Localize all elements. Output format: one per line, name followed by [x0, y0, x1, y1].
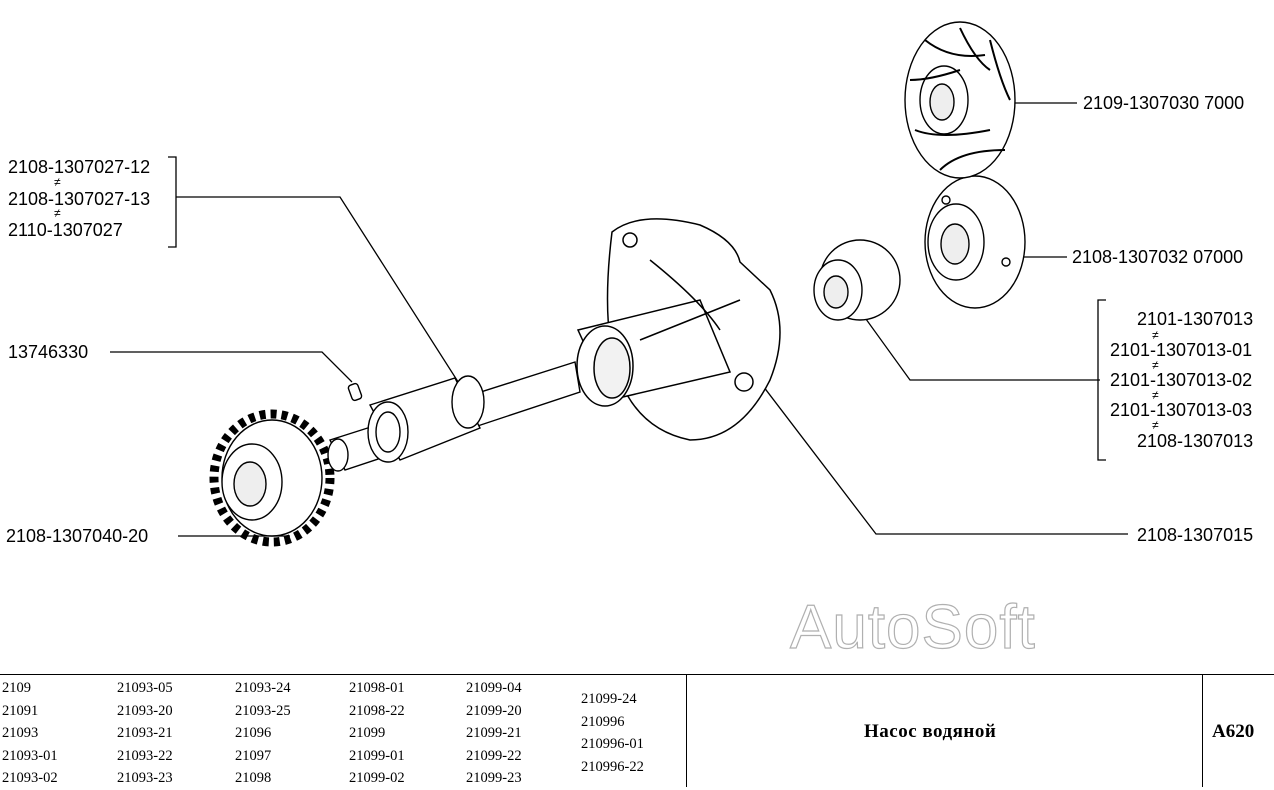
model-item: 21099-24 [581, 691, 637, 707]
seal-part [813, 239, 901, 321]
divider [686, 675, 687, 787]
models-column-5: 21099-04 21099-20 21099-21 21099-22 2109… [466, 677, 522, 790]
model-item: 21098-01 [349, 680, 405, 696]
page-title: Насос водяной [864, 721, 997, 742]
divider [1202, 675, 1203, 787]
model-item: 21099-20 [466, 702, 522, 719]
title-block: 2109 21091 21093 21093-01 21093-02 21093… [0, 674, 1274, 787]
leader-seal [857, 307, 1100, 381]
shaft-label-2: 2108-1307027-13 [8, 189, 151, 209]
page-code: A620 [1212, 721, 1255, 742]
model-item: 21093-05 [117, 680, 173, 696]
model-item: 21093 [2, 725, 39, 742]
model-item: 21093-22 [117, 747, 173, 764]
seal-label-2: 2101-1307013-01 [1110, 340, 1253, 360]
gear-part [209, 409, 335, 547]
seal-label-3: 2101-1307013-02 [1110, 370, 1253, 390]
model-item: 21093-24 [235, 680, 291, 696]
seal-label-5: 2108-1307013 [1137, 431, 1254, 451]
seal-label-4: 2101-1307013-03 [1110, 400, 1253, 420]
housing-part [576, 218, 781, 441]
model-item: 21096 [235, 725, 272, 742]
impeller-label: 2109-1307030 7000 [1083, 93, 1245, 113]
diagram-drawing [110, 21, 1128, 547]
model-item: 21093-01 [2, 747, 58, 764]
model-item: 210996 [581, 713, 625, 730]
neq-mark: ≠ [54, 206, 61, 220]
model-item: 21093-21 [117, 725, 173, 742]
model-item: 21098-22 [349, 702, 405, 719]
gear-label: 2108-1307040-20 [6, 526, 149, 546]
neq-mark: ≠ [1152, 358, 1159, 372]
model-item: 21097 [235, 747, 272, 764]
model-item: 210996-01 [581, 736, 644, 753]
model-item: 21091 [2, 702, 39, 719]
model-item: 21099-23 [466, 770, 522, 787]
models-column-4: 21098-01 21098-22 21099 21099-01 21099-0… [349, 677, 405, 790]
model-item: 21093-23 [117, 770, 173, 787]
model-item: 2109 [2, 680, 31, 696]
models-column-6: 21099-24 210996 210996-01 210996-22 [581, 688, 644, 778]
neq-mark: ≠ [1152, 328, 1159, 342]
bracket-shaft [168, 156, 177, 248]
models-column-1: 2109 21091 21093 21093-01 21093-02 [2, 677, 58, 790]
seal-label-1: 2101-1307013 [1137, 309, 1254, 329]
leader-housing [759, 381, 1128, 535]
model-item: 210996-22 [581, 758, 644, 775]
shaft-part [327, 361, 581, 472]
model-item: 21093-25 [235, 702, 291, 719]
models-column-2: 21093-05 21093-20 21093-21 21093-22 2109… [117, 677, 173, 790]
housing-label: 2108-1307015 [1137, 525, 1254, 545]
flange-impeller-part [924, 175, 1026, 309]
model-item: 21099-22 [466, 747, 522, 764]
bracket-seal [1097, 299, 1106, 461]
shaft-label-1: 2108-1307027-12 [8, 157, 151, 177]
exploded-diagram: 2108-1307027-12 ≠ 2108-1307027-13 ≠ 2110… [6, 21, 1254, 663]
neq-mark: ≠ [54, 175, 61, 189]
vaned-impeller-part [904, 21, 1016, 179]
set-screw-label: 13746330 [8, 342, 89, 362]
set-screw-part [347, 382, 363, 402]
neq-mark: ≠ [1152, 388, 1159, 402]
model-item: 21099-04 [466, 680, 522, 696]
leader-screw [110, 351, 353, 383]
flange-label: 2108-1307032 07000 [1072, 247, 1244, 267]
model-item: 21093-20 [117, 702, 173, 719]
model-item: 21098 [235, 770, 272, 787]
models-column-3: 21093-24 21093-25 21096 21097 21098 [235, 677, 291, 790]
model-item: 21099-01 [349, 747, 405, 764]
shaft-label-3: 2110-1307027 [8, 220, 123, 240]
model-item: 21099-21 [466, 725, 522, 742]
watermark: AutoSoft [789, 592, 1036, 662]
model-item: 21099-02 [349, 770, 405, 787]
neq-mark: ≠ [1152, 418, 1159, 432]
model-item: 21099 [349, 725, 386, 742]
model-item: 21093-02 [2, 770, 58, 787]
leader-shaft [176, 196, 463, 389]
